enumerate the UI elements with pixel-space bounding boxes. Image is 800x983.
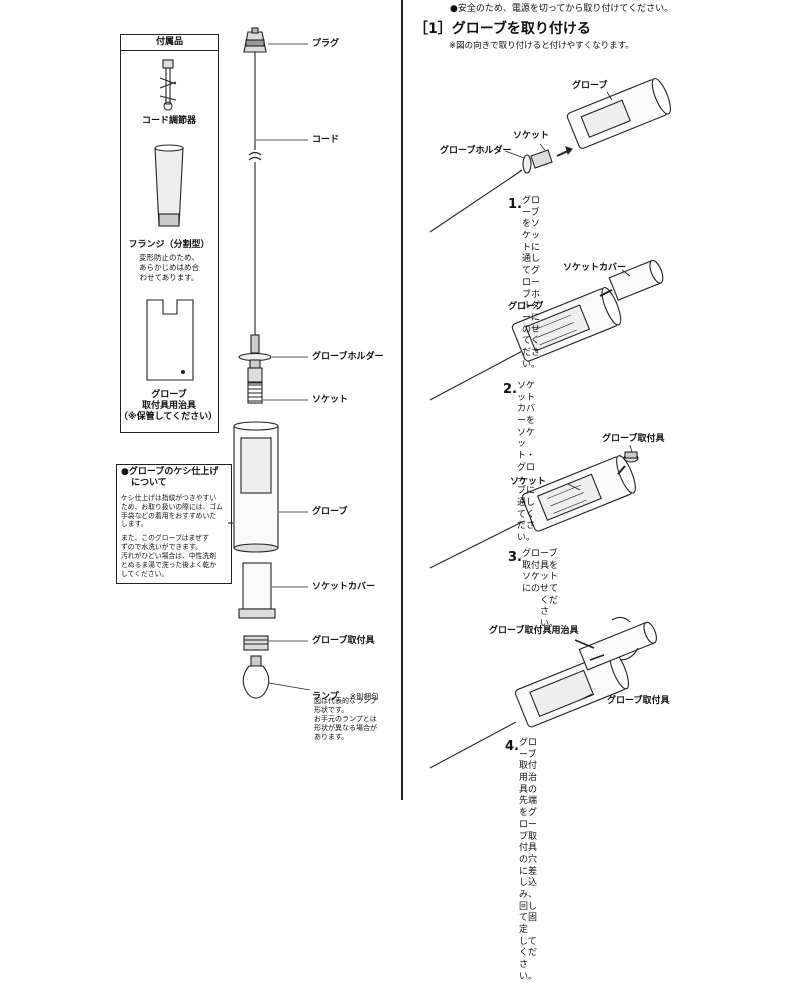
step3-number: 3. [508, 550, 522, 565]
step2-drawing [430, 259, 666, 400]
jig-note: （※保管してください） [118, 412, 218, 423]
accessories-title: 付属品 [121, 35, 218, 51]
label-plug: プラグ [312, 39, 339, 50]
socket-drawing [248, 368, 262, 403]
step4-instruction: 4. グローブ取付用治具の先端をグロー ブ取付具の穴に差し込み、回して固 定して… [505, 735, 519, 754]
step2-instruction: 2. ソケットカバーをソケット・グロー ブに通してください。 [503, 378, 517, 397]
finish-note-body: ケシ仕上げは指紋がつきやすい ため、お取り扱いの際には、ゴム 手袋などの着用をお… [121, 494, 229, 578]
section-subnote: ※図の向きで取り付けると付けやすくなります。 [449, 41, 634, 52]
globe-drawing [228, 422, 278, 552]
label-socket: ソケット [312, 395, 348, 406]
label-socket-cover: ソケットカバー [312, 582, 375, 593]
step4-label-fixture: グローブ取付具 [607, 696, 669, 707]
finish-note-title: ●グローブのケシ仕上げ について [121, 467, 218, 489]
step1-label-holder: グローブホルダー [440, 146, 511, 157]
label-cord: コード [312, 135, 339, 146]
step1-number: 1. [508, 197, 522, 212]
top-notice: ●安全のため、電源を切ってから取り付けてください。 [450, 4, 673, 15]
step3-instruction: 3. グローブ取付具をソケットにのせて ください。 [508, 546, 522, 565]
cord-line [249, 62, 261, 335]
jig-title: グローブ 取付具用治具 [122, 390, 216, 412]
socket-cover-drawing [239, 563, 275, 618]
column-divider [401, 0, 403, 800]
flange-title: フランジ（分割型） [122, 240, 216, 251]
globe-fixture-drawing [244, 636, 268, 650]
step1-label-globe: グローブ [572, 81, 607, 92]
label-globe: グローブ [312, 507, 347, 518]
label-globe-holder: グローブホルダー [312, 352, 383, 363]
lamp-drawing [243, 656, 269, 698]
step2-label-cover: ソケットカバー [563, 263, 626, 274]
step1-instruction: 1. グローブをソケットに通してグロー ブホルダーにのせてください。 [508, 193, 522, 212]
lamp-note: 図は代表的なランプ 形状です。 お手元のランプとは 形状が異なる場合が あります… [314, 697, 377, 742]
step1-label-socket: ソケット [513, 131, 549, 142]
step3-label-fixture: グローブ取付具 [602, 434, 664, 445]
accessories-box: 付属品 [120, 34, 219, 433]
globe-holder-drawing [239, 335, 271, 368]
step3-label-socket: ソケット [510, 477, 546, 488]
plug-drawing [244, 28, 266, 62]
cord-adjuster-label: コード調節器 [128, 116, 210, 127]
step2-number: 2. [503, 382, 517, 397]
flange-note: 変形防止のため、 あらかじめはめ合 わせてあります。 [126, 253, 212, 283]
step4-number: 4. [505, 739, 519, 754]
step4-drawing [430, 617, 659, 768]
section-heading: ［1］グローブを取り付ける [414, 18, 591, 38]
label-globe-fixture: グローブ取付具 [312, 636, 374, 647]
step4-label-jig: グローブ取付具用治具 [489, 626, 578, 637]
step2-label-globe: グローブ [508, 302, 543, 313]
